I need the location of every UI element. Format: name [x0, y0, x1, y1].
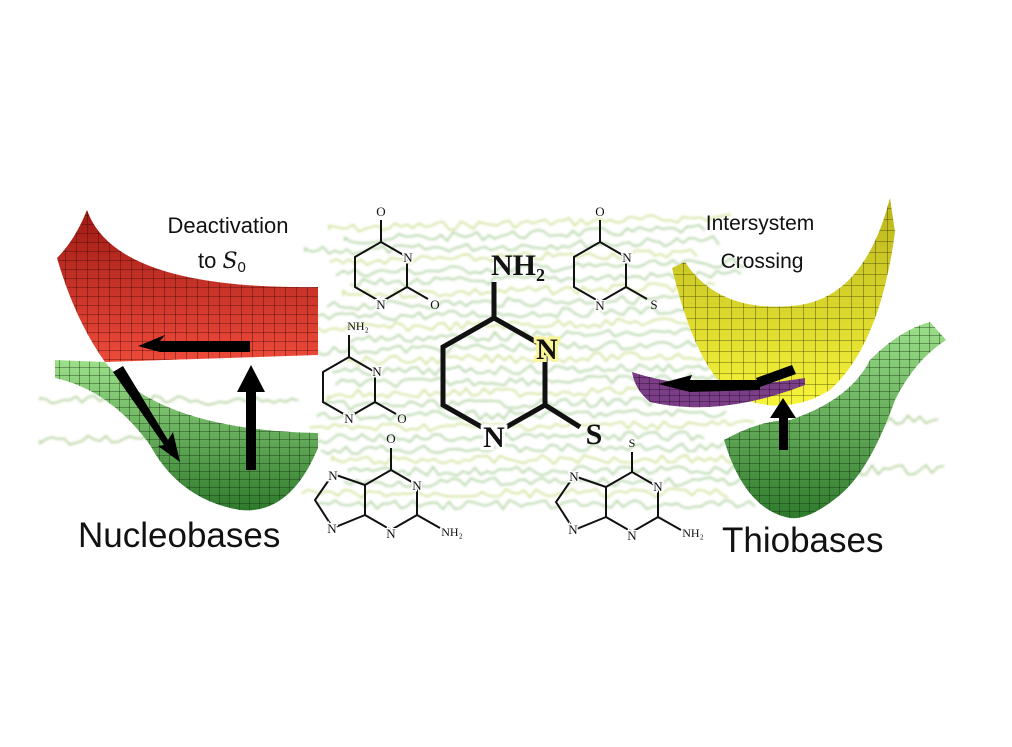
- arrow-left-icon: [658, 375, 760, 392]
- atom-n: N: [376, 297, 386, 312]
- atom-n: N: [483, 421, 505, 454]
- spectrum-line: [342, 281, 716, 299]
- amino-group: NH₂: [491, 249, 545, 282]
- atom-o: O: [595, 204, 604, 219]
- uracil-structure: O N N O: [354, 204, 440, 313]
- spectrum-line: [332, 361, 754, 377]
- spectrum-line: [343, 476, 742, 488]
- spectrum-line: [39, 394, 299, 406]
- atom-n: N: [327, 521, 337, 536]
- atom-o: O: [430, 297, 439, 312]
- spectrum-line: [301, 487, 729, 500]
- thioguanine-structure: S N N NH₂ N N: [554, 436, 704, 544]
- isc-bar-icon: [756, 365, 796, 387]
- thiouracil-structure: O N N S: [573, 204, 658, 314]
- spectrum-line: [315, 305, 726, 321]
- spectrum-line: [331, 454, 734, 466]
- spectrum-line: [347, 464, 746, 477]
- atom-s: S: [586, 418, 603, 451]
- atom-n: N: [569, 469, 579, 484]
- atom-o: O: [386, 431, 395, 446]
- atom-n: N: [627, 528, 637, 543]
- spectrum-line: [321, 442, 725, 455]
- deactivation-label: Deactivation: [167, 213, 288, 238]
- thiocytosine-structure: NH₂ N N S: [440, 249, 603, 457]
- to-s0-label: to S0: [198, 248, 246, 276]
- atom-n: N: [568, 522, 578, 537]
- arrow-up-icon: [237, 365, 265, 470]
- atom-n: N: [344, 411, 354, 426]
- amino-group: NH₂: [347, 319, 369, 333]
- arrow-diagonal-icon: [113, 366, 180, 462]
- atom-n: N: [412, 478, 422, 493]
- intersystem-label: Intersystem: [706, 212, 815, 235]
- spectrum-line: [316, 499, 756, 511]
- atom-n: N: [386, 526, 396, 541]
- crossing-label: Crossing: [721, 250, 804, 273]
- amino-group: NH₂: [441, 525, 463, 539]
- spectrum-line: [326, 294, 700, 311]
- atom-n: N: [653, 479, 663, 494]
- atom-o: O: [397, 411, 406, 426]
- spectrum-line: [349, 327, 730, 344]
- amino-group: NH₂: [682, 526, 704, 540]
- spectrum-line: [330, 248, 698, 266]
- spectrum-line: [328, 213, 732, 233]
- nucleobase-potential-surfaces: [55, 210, 318, 511]
- arrow-up-icon: [770, 398, 796, 450]
- atom-n: N: [403, 250, 413, 265]
- nucleobases-label: Nucleobases: [78, 516, 280, 555]
- spectrum-line: [315, 338, 755, 356]
- spectrum-line: [309, 419, 755, 433]
- atom-o: O: [376, 204, 385, 219]
- cytosine-structure: NH₂ N N O: [322, 319, 407, 427]
- spectrum-line: [343, 224, 706, 245]
- atom-n: N: [372, 364, 382, 379]
- atom-n: N: [622, 250, 632, 265]
- thiobases-label: Thiobases: [722, 521, 883, 560]
- spectrum-line: [335, 373, 739, 388]
- spectrum-line: [317, 408, 727, 422]
- atom-s: S: [650, 297, 657, 312]
- spectrum-line: [859, 464, 945, 476]
- guanine-structure: O N N NH₂ N N: [313, 431, 463, 542]
- arrow-left-icon: [138, 335, 250, 352]
- thiobase-potential-surfaces: [632, 198, 946, 519]
- spectrum-line: [312, 430, 705, 445]
- atom-n: N: [595, 298, 605, 313]
- atom-n: N: [328, 468, 338, 483]
- spectrum-line: [335, 257, 746, 278]
- atom-s: S: [629, 436, 636, 450]
- atom-n: N: [536, 333, 558, 366]
- spectrum-line: [298, 317, 709, 334]
